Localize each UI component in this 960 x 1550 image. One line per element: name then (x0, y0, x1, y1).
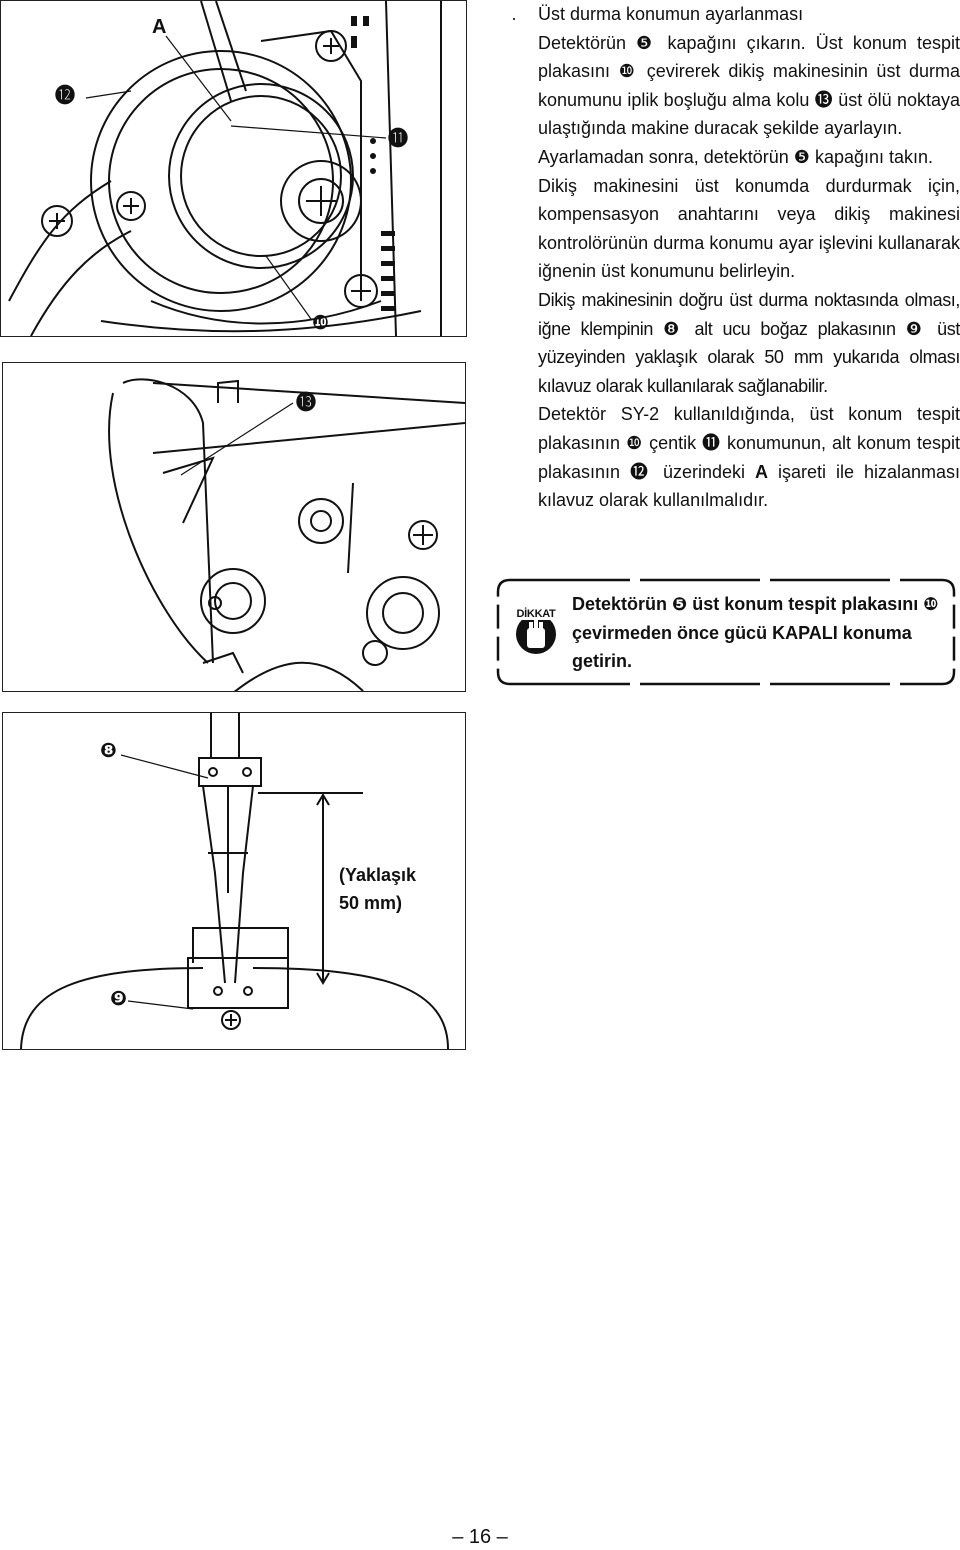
caution-hand-icon (516, 614, 556, 654)
callout-8: ❽ (100, 740, 117, 762)
paragraph-compensation: Dikiş makinesini üst konumda durdurmak i… (538, 175, 960, 282)
needle-clamp-illustration: ❽ ❾ (Yaklaşık 50 mm) (2, 712, 466, 1050)
section-heading: Üst durma konumun ayarlanması (538, 4, 804, 24)
paragraph-needle-clamp: Dikiş makinesinin doğru üst durma noktas… (538, 289, 960, 396)
take-up-lever-drawing (108, 378, 465, 691)
paragraph-remove-cover: Detektörün ❺ kapağını çıkarın. Üst konum… (538, 32, 960, 139)
paragraph-sy2-part2: işareti ile hizalanması kılavuz olarak k… (538, 461, 960, 511)
callout-13: ⓭ (296, 392, 316, 414)
section-bullet: · (511, 8, 517, 28)
callout-11: ⓫ (388, 128, 408, 150)
dimension-label: (Yaklaşık 50 mm) (339, 861, 416, 917)
instruction-text: Üst durma konumun ayarlanması Detektörün… (538, 0, 960, 515)
page-number: – 16 – (452, 1526, 508, 1548)
caution-frame (496, 578, 956, 686)
detector-illustration: A ⓬ ⓫ ❿ (0, 0, 467, 337)
paragraph-sy2: Detektör SY-2 kullanıldığında, üst konum… (538, 400, 960, 514)
needle-clamp-drawing (20, 713, 449, 1049)
callout-a: A (152, 16, 167, 38)
callout-10: ❿ (312, 312, 329, 334)
caution-box: DİKKAT Detektörün ❺ üst konum tespit pla… (496, 578, 956, 686)
paragraph-sy2-part1: Detektör SY-2 kullanıldığında, üst konum… (538, 404, 960, 482)
callout-9: ❾ (110, 988, 127, 1010)
detector-drawing (8, 1, 442, 336)
callout-12: ⓬ (55, 85, 75, 107)
dimension-label-line2: 50 mm) (339, 893, 403, 913)
caution-text: Detektörün ❺ üst konum tespit plakasını … (572, 594, 939, 671)
paragraph-attach-cover: Ayarlamadan sonra, detektörün ❺ kapağını… (538, 146, 934, 167)
dimension-label-line1: (Yaklaşık (339, 865, 417, 885)
take-up-lever-illustration: ⓭ (2, 362, 466, 692)
caution-icon-label: DİKKAT (516, 608, 556, 620)
mark-a: A (755, 461, 768, 482)
